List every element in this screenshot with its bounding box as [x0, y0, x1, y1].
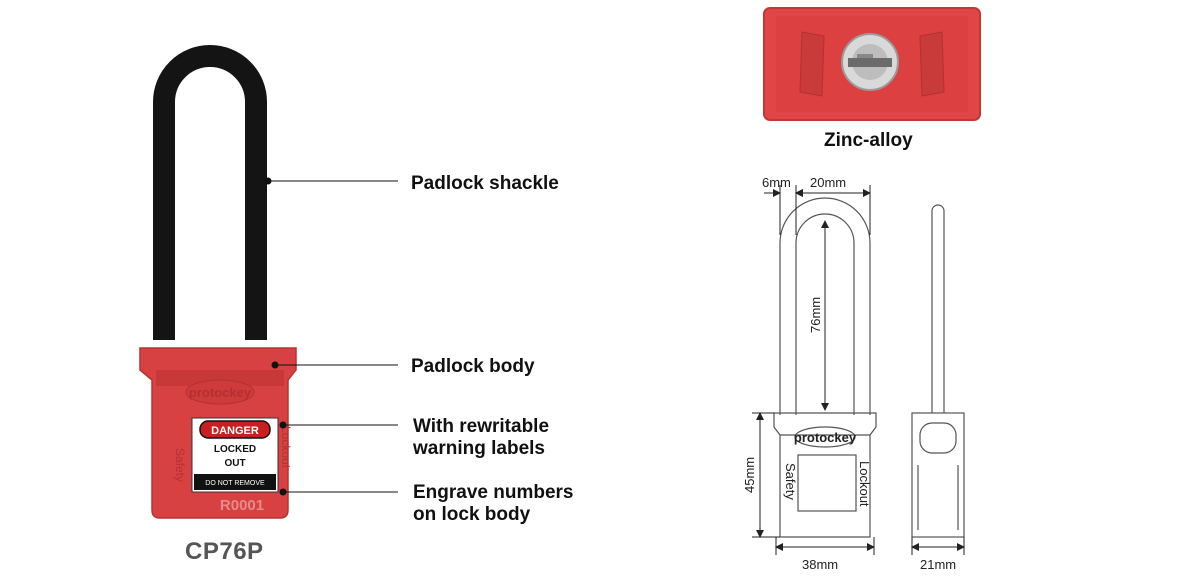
padlock-body: protockey DANGER LOCKED OUT DO NOT REMOV…: [139, 347, 297, 519]
callout-padlock-body: Padlock body: [411, 356, 535, 377]
technical-drawing: protockey Safety Lockout 6mm 20mm 76mm 4…: [742, 175, 965, 572]
drawing-brand-text: protockey: [794, 430, 857, 445]
engraved-number: R0001: [220, 497, 264, 514]
body-side-text-left: Safety: [173, 448, 187, 482]
dim-shackle-height: 76mm: [808, 297, 823, 333]
callout-engrave-numbers: Engrave numbers on lock body: [413, 482, 574, 525]
drawing-front-shackle: [779, 197, 871, 415]
padlock-shackle: [153, 45, 267, 340]
material-label: Zinc-alloy: [824, 130, 913, 151]
label-notice: DO NOT REMOVE: [205, 480, 265, 487]
body-brand-engraving: protockey: [189, 385, 252, 400]
drawing-side-text-left: Safety: [783, 463, 798, 500]
keyhole-detail-image: [763, 7, 981, 121]
drawing-side-text-right: Lockout: [857, 461, 872, 507]
label-out: OUT: [224, 458, 245, 469]
callout-padlock-shackle: Padlock shackle: [411, 173, 559, 194]
dim-body-height: 45mm: [742, 457, 757, 493]
dim-shackle-thickness: 6mm: [762, 175, 791, 190]
dim-body-width: 38mm: [802, 557, 838, 572]
padlock-illustration: protockey DANGER LOCKED OUT DO NOT REMOV…: [139, 45, 297, 519]
dim-body-depth: 21mm: [920, 557, 956, 572]
callout-warning-labels: With rewritable warning labels: [413, 416, 550, 459]
drawing-side-body: [911, 412, 965, 538]
body-side-text-right: Lockout: [279, 426, 293, 469]
dim-shackle-inner-width: 20mm: [810, 175, 846, 190]
label-locked: LOCKED: [214, 444, 256, 455]
label-danger: DANGER: [211, 425, 259, 437]
model-name: CP76P: [185, 538, 264, 565]
drawing-front-body: [773, 412, 877, 538]
